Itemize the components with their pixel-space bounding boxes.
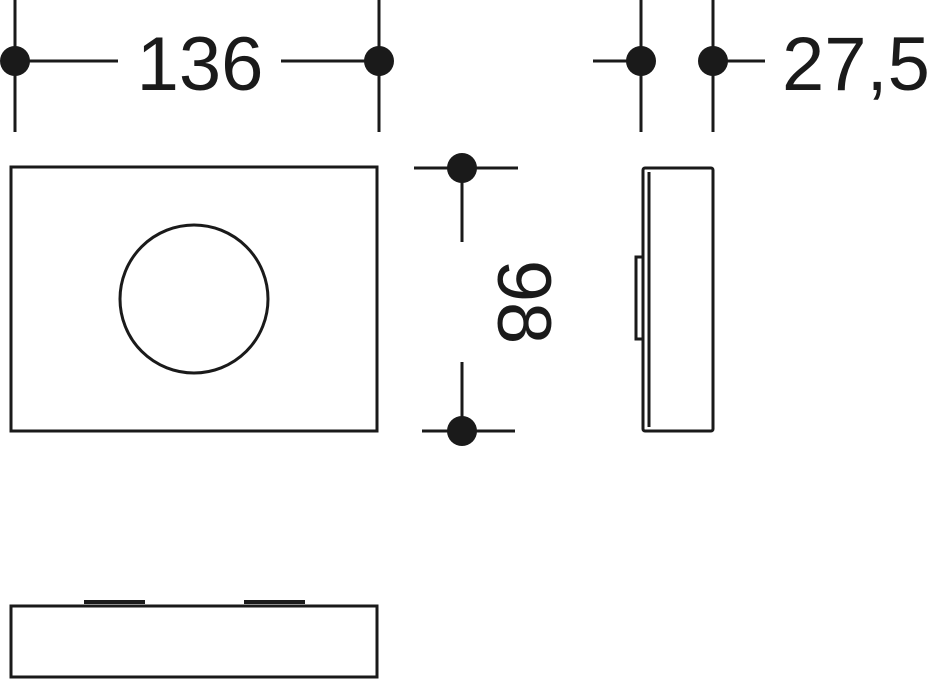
height-label: 98 (481, 260, 566, 345)
height-terminator-dot-top (447, 153, 477, 183)
width-terminator-dot-left (0, 46, 30, 76)
bottom-view (9, 600, 379, 679)
depth-dimension: 27,5 (593, 0, 930, 132)
height-terminator-dot-bottom (447, 416, 477, 446)
side-view-body (641, 166, 715, 433)
depth-terminator-dot-left (626, 46, 656, 76)
width-dimension: 136 (0, 0, 394, 132)
front-view (9, 165, 379, 433)
width-label: 136 (137, 22, 264, 107)
front-view-plate (9, 165, 379, 433)
front-view-round-button (118, 223, 270, 375)
height-dimension: 98 (414, 153, 566, 446)
depth-label: 27,5 (782, 22, 930, 107)
side-view (634, 166, 715, 433)
depth-terminator-dot-right (698, 46, 728, 76)
side-view-button-protrusion (634, 255, 645, 341)
width-terminator-dot-right (364, 46, 394, 76)
bottom-view-body (9, 604, 379, 679)
